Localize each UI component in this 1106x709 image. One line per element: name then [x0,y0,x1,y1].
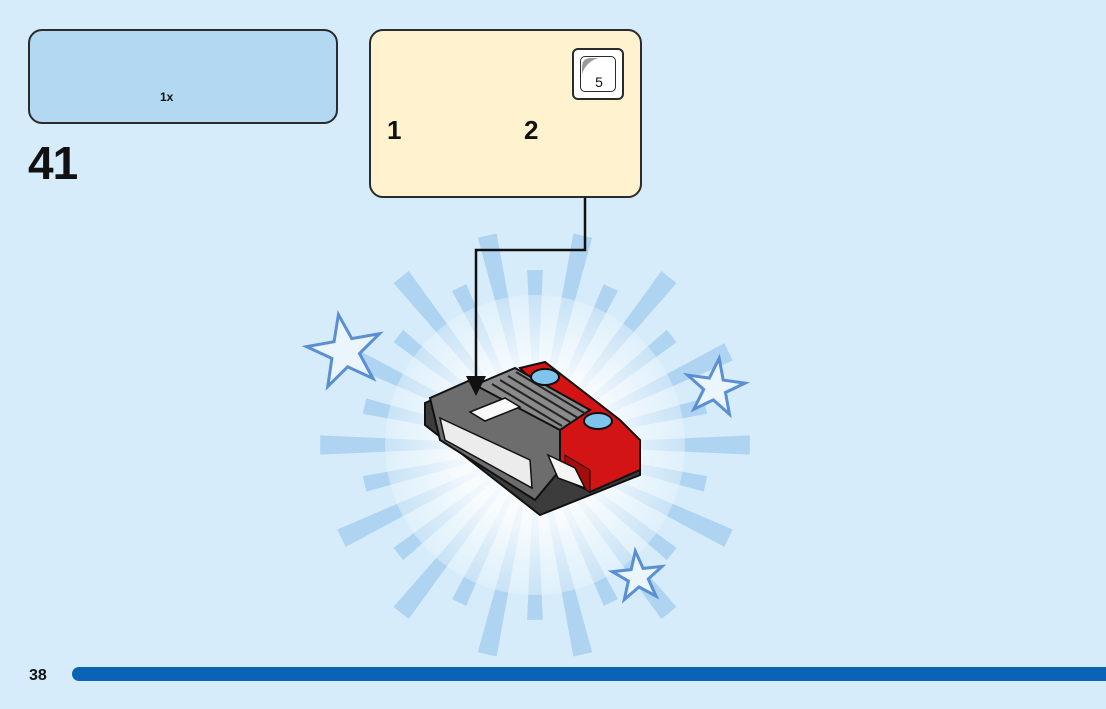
page-progress-bar [72,667,1106,681]
page-number: 38 [29,667,47,684]
part-quantity: 1x [160,90,174,104]
sticker-number: 5 [595,74,603,90]
substep-1-label: 1 [387,115,402,145]
substep-2-label: 2 [524,115,539,145]
model-assembly [424,360,641,517]
sticker-callout: 5 [572,48,624,100]
parts-list-panel [28,29,338,124]
star-icon [607,546,667,604]
star-icon [682,353,751,419]
star-icon [301,310,384,391]
sticker-icon: 5 [580,56,616,92]
assembly-arrow [474,198,587,384]
step-number: 41 [28,137,78,189]
